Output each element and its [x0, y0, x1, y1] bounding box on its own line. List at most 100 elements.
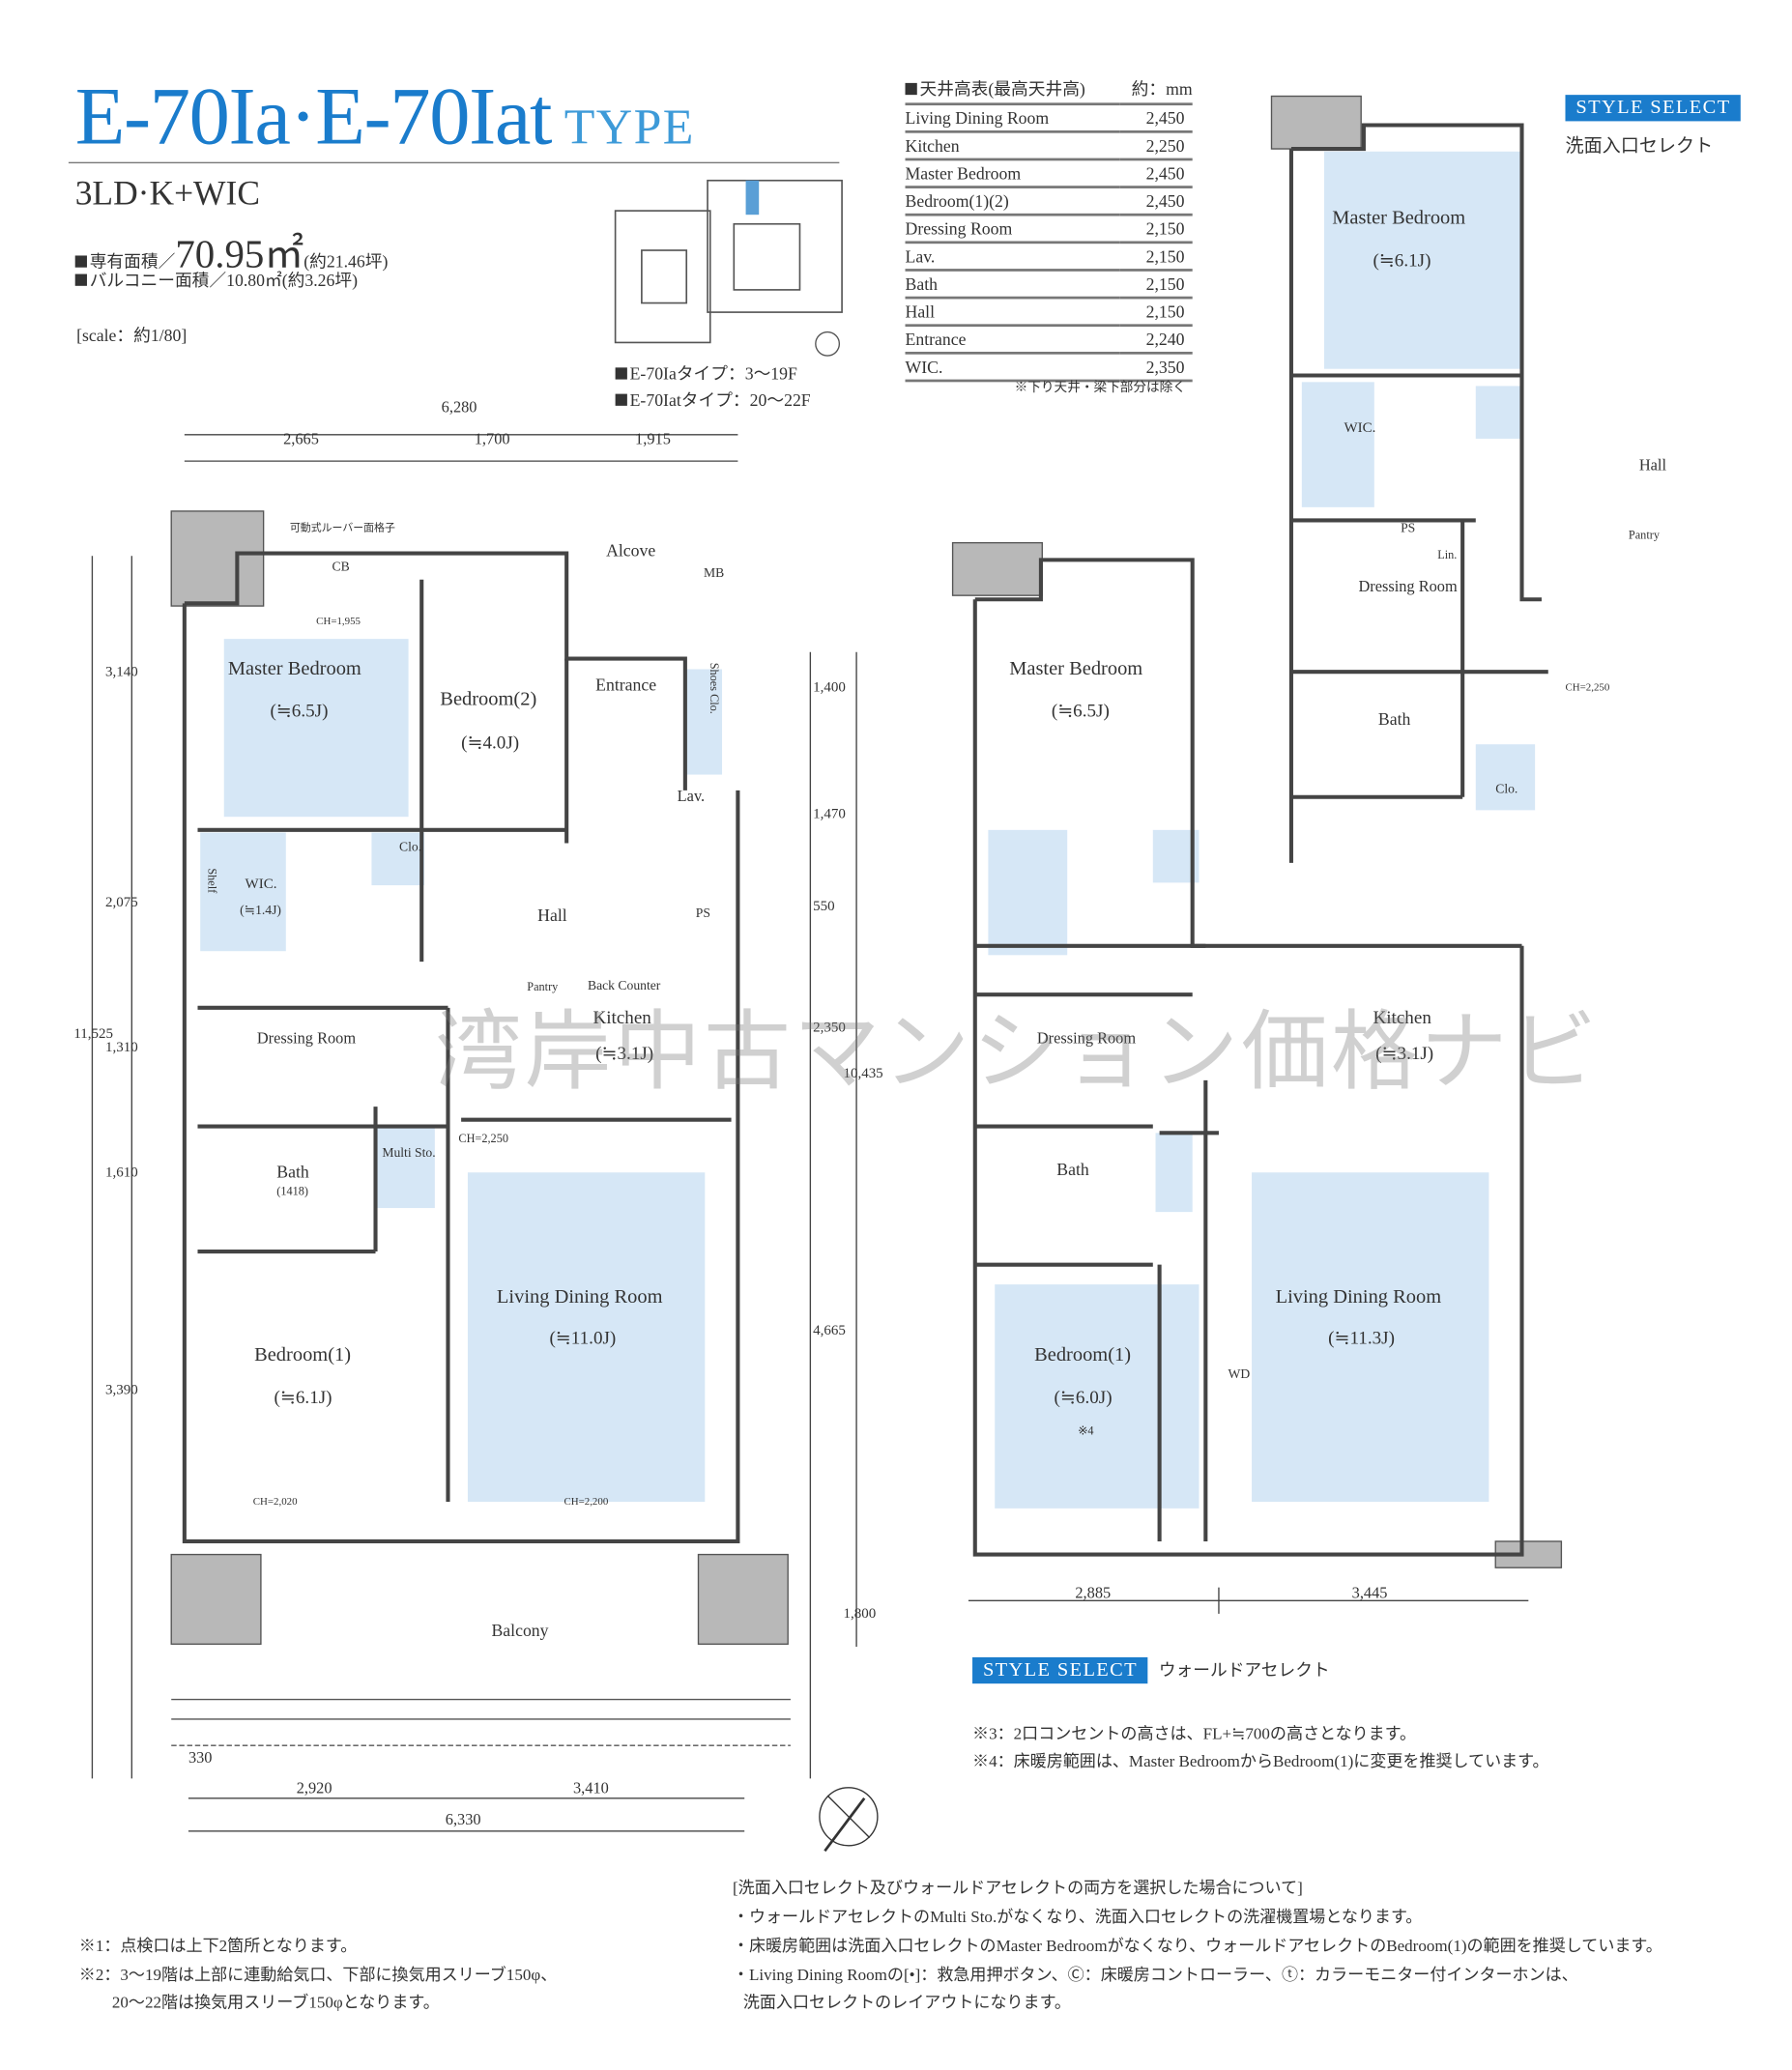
dims-bottom-total-label: 6,330	[445, 1810, 481, 1829]
rooms-clo-label: Clo.	[1495, 782, 1518, 797]
rooms-bed1-size-label: (≒6.0J)	[1054, 1388, 1113, 1409]
rooms-multi-label: Multi Sto.	[382, 1145, 436, 1161]
room-name: Master Bedroom	[905, 158, 1120, 188]
note-2-cont: 20〜22階は換気用スリーブ150φとなります。	[78, 1993, 440, 2012]
ceiling-height: 2,450	[1119, 158, 1193, 188]
parts-2-label: 1,310	[105, 1039, 138, 1055]
rooms-bed1-size-label: (≒6.1J)	[274, 1388, 332, 1409]
room-name: Bedroom(1)(2)	[905, 187, 1120, 216]
rooms-lin-label: Lin.	[1437, 548, 1458, 561]
parts-3-label: 1,610	[105, 1164, 138, 1181]
note-2: ※2：3〜19階は上部に連動給気口、下部に換気用スリーブ150φ、	[78, 1965, 558, 1984]
north-arrow-icon	[815, 331, 841, 357]
rooms-master-size-label: (≒6.5J)	[1051, 702, 1110, 723]
rooms-ps-label: PS	[1401, 521, 1416, 536]
style-select-badge-2: STYLE SELECT ウォールドアセレクト	[972, 1656, 1330, 1684]
rooms-bed1-label: Bedroom(1)	[254, 1344, 352, 1366]
rooms-ldr-size-label: (≒11.3J)	[1328, 1329, 1395, 1349]
ceiling-height: 2,240	[1119, 325, 1193, 355]
parts-1-label: 3,410	[572, 1778, 609, 1797]
rooms-kitchen-size-label: (≒3.1J)	[1375, 1045, 1434, 1065]
rooms-dressing-label: Dressing Room	[1358, 577, 1458, 596]
washroom-entrance-select-plan	[1270, 95, 1548, 863]
rooms-cb-label: CB	[332, 560, 350, 575]
style-select-badge-1: STYLE SELECT	[1565, 95, 1742, 122]
rooms-kitchen-label: Kitchen	[1373, 1009, 1431, 1029]
parts-1-label: 2,075	[105, 894, 138, 910]
rooms-ch-label: CH=2,250	[1565, 680, 1610, 694]
rooms-bed1-label: Bedroom(1)	[1034, 1344, 1132, 1366]
parts-3-label: 2,350	[813, 1020, 846, 1036]
rooms-pantry-label: Pantry	[527, 980, 559, 993]
rooms-kitchen-size-label: (≒3.1J)	[595, 1045, 654, 1065]
rooms-entrance-label: Entrance	[595, 674, 657, 695]
floor-range-at: E-70Iatタイプ：20〜22F	[615, 386, 811, 411]
rooms-ps-label: PS	[695, 906, 710, 921]
rooms-bath-label: Bath	[1377, 708, 1411, 729]
rooms-ldr-label: Living Dining Room	[1275, 1286, 1442, 1308]
ceiling-row: WIC.2,350	[905, 353, 1193, 383]
ceiling-height: 2,450	[1119, 187, 1193, 216]
ceiling-row: Lav.2,150	[905, 242, 1193, 272]
combo-note-3: ・Living Dining Roomの[•]：救急用押ボタン、Ⓒ：床暖房コント…	[732, 1965, 1578, 1984]
rooms-master-label: Master Bedroom	[1332, 208, 1466, 230]
parts-1-label: 1,470	[813, 806, 846, 822]
room-name: Bath	[905, 270, 1120, 300]
rooms-wd-label: WD	[1228, 1367, 1251, 1382]
rooms-hall-label: Hall	[537, 905, 567, 925]
room-name: Kitchen	[905, 131, 1120, 161]
north-arrow-icon	[819, 1787, 879, 1853]
rooms-ch2-label: CH=2,250	[458, 1131, 508, 1145]
rooms-louver-label: 可動式ルーバー面格子	[289, 521, 395, 534]
rooms-bath-label: Bath	[276, 1162, 309, 1182]
dims-left-total-label: 11,525	[73, 1025, 114, 1043]
combo-note-2: ・床暖房範囲は洗面入口セレクトのMaster Bedroomがなくなり、ウォール…	[732, 1936, 1662, 1955]
dims-bottom-offset-label: 330	[188, 1747, 213, 1768]
parts-2-label: 550	[813, 898, 835, 915]
rooms-bed2-size-label: (≒4.0J)	[461, 733, 520, 754]
parts-0-label: 2,920	[296, 1778, 332, 1797]
rooms-ch3-label: CH=2,200	[564, 1495, 609, 1508]
floor-range-a: E-70Iaタイプ：3〜19F	[615, 359, 797, 385]
combo-note-4: 洗面入口セレクトのレイアウトになります。	[742, 1993, 1071, 2012]
rooms-bed2-label: Bedroom(2)	[440, 688, 537, 710]
wall-door-select-plan	[951, 541, 1563, 1614]
dims-right-total-label: 10,435	[843, 1065, 883, 1082]
rooms-master-label: Master Bedroom	[1009, 658, 1143, 680]
rooms-ch1-label: CH=1,955	[316, 615, 361, 627]
room-name: Lav.	[905, 242, 1120, 272]
style-select-caption-1: 洗面入口セレクト	[1565, 136, 1714, 158]
rooms-kitchen-label: Kitchen	[593, 1009, 651, 1029]
rooms-hall-label: Hall	[1638, 455, 1667, 474]
room-name: Living Dining Room	[905, 103, 1120, 133]
dims-bottom-0-label: 2,885	[1075, 1583, 1112, 1602]
rooms-dressing-label: Dressing Room	[1036, 1028, 1137, 1048]
rooms-dressing-label: Dressing Room	[256, 1028, 357, 1048]
ceiling-height: 2,350	[1119, 353, 1193, 383]
rooms-ldr-size-label: (≒11.0J)	[549, 1329, 617, 1349]
rooms-pantry-label: Pantry	[1628, 528, 1660, 542]
title-divider	[68, 161, 840, 164]
parts-1-label: 1,700	[474, 429, 510, 448]
rooms-wic-label: WIC.	[1344, 419, 1376, 437]
rooms-note4-label: ※4	[1078, 1423, 1094, 1438]
key-plan	[614, 179, 843, 357]
dims-bottom-1-label: 3,445	[1351, 1583, 1388, 1602]
parts-2-label: 1,915	[635, 429, 671, 448]
parts-0-label: 3,140	[105, 664, 138, 680]
note-4: ※4：床暖房範囲は、Master BedroomからBedroom(1)に変更を…	[972, 1752, 1549, 1771]
ceiling-height: 2,150	[1119, 242, 1193, 272]
ceiling-height: 2,250	[1119, 131, 1193, 161]
rooms-back-counter-label: Back Counter	[587, 978, 661, 993]
rooms-master-size-label: (≒6.1J)	[1373, 251, 1431, 272]
ceiling-row: Bedroom(1)(2)2,450	[905, 187, 1193, 216]
parts-0-label: 2,665	[283, 429, 319, 448]
rooms-bath-label: Bath	[1056, 1159, 1089, 1180]
note-1: ※1：点検口は上下2箇所となります。	[78, 1936, 358, 1955]
